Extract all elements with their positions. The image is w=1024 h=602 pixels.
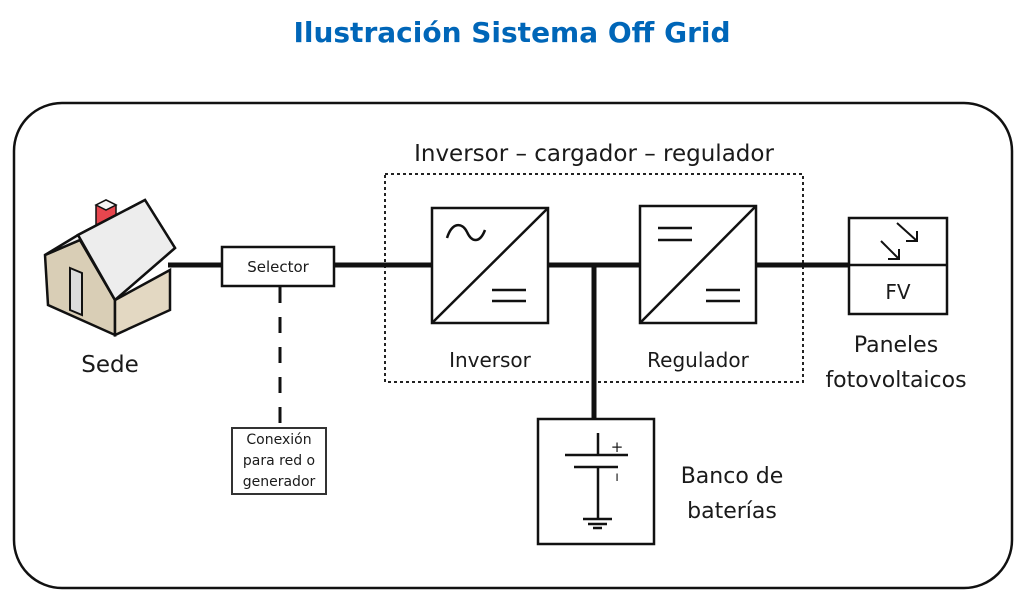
regulator-box: [638, 204, 758, 325]
diagram-title: Ilustración Sistema Off Grid: [293, 16, 731, 49]
paneles-label-line1: Paneles: [854, 333, 938, 358]
fv-label: FV: [885, 280, 911, 304]
selector-box: Selector: [220, 245, 336, 288]
baterias-label-line1: Banco de: [681, 464, 784, 489]
baterias-label-line2: baterías: [687, 499, 777, 524]
light-arrows-icon: [880, 222, 918, 260]
dc-icon: [492, 288, 526, 303]
group-label: Inversor – cargador – regulador: [414, 141, 774, 167]
house-icon: [43, 198, 177, 337]
grid-generator-connection-box: Conexión para red o generador: [231, 427, 327, 495]
regulador-label: Regulador: [647, 348, 749, 372]
dc-icon: [658, 226, 692, 242]
outer-frame: [12, 101, 1014, 590]
conexion-line1: Conexión: [246, 432, 311, 448]
battery-ground-icon: [565, 433, 628, 530]
dc-icon: [706, 288, 740, 303]
sede-label: Sede: [81, 352, 139, 378]
selector-label: Selector: [247, 258, 309, 276]
paneles-label-line2: fotovoltaicos: [825, 368, 966, 393]
conexion-line3: generador: [243, 474, 316, 490]
ac-sine-icon: [445, 224, 487, 242]
inverter-box: [430, 206, 550, 325]
inversor-label: Inversor: [449, 348, 532, 372]
pv-panel-box: FV: [847, 216, 949, 316]
conexion-line2: para red o: [243, 453, 315, 469]
battery-bank-box: + ı: [536, 417, 656, 546]
battery-minus-sign: ı: [615, 470, 619, 485]
battery-plus-sign: +: [611, 438, 624, 456]
